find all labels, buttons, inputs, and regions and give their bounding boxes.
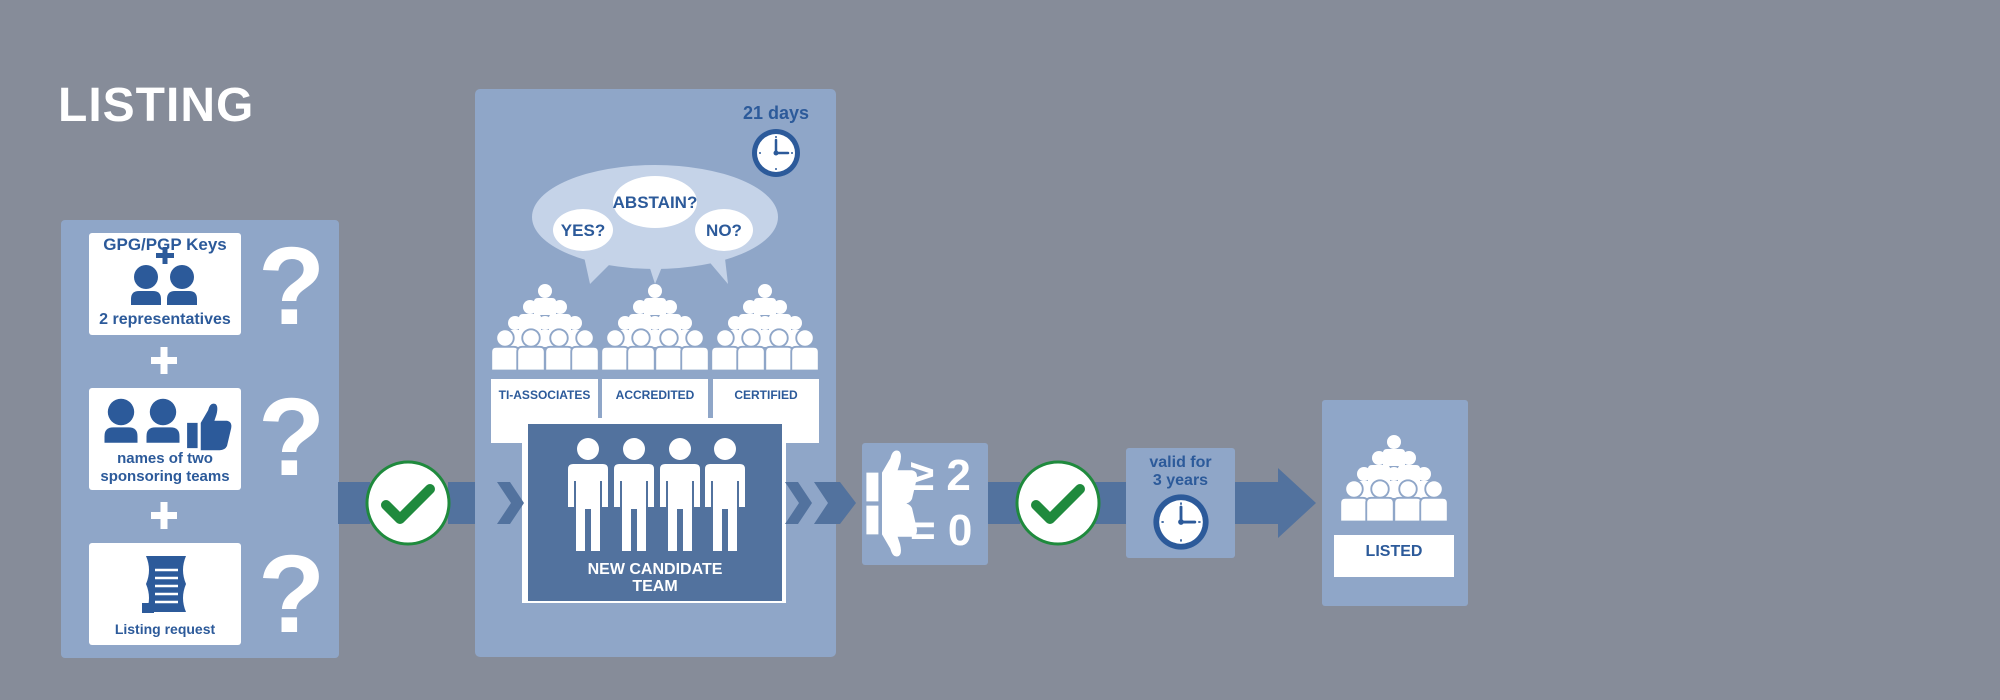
representatives-label: 2 representatives xyxy=(99,311,231,328)
question-icon: ? xyxy=(258,533,326,656)
plus-icon xyxy=(151,502,177,529)
keys-label: GPG/PGP Keys xyxy=(103,235,227,254)
arrow-icon xyxy=(988,482,1020,524)
check-icon xyxy=(367,462,449,544)
validity-label-line2: 3 years xyxy=(1152,472,1209,489)
listing-request-label: Listing request xyxy=(114,621,216,637)
plus-icon xyxy=(151,347,177,374)
listed-box xyxy=(1334,535,1454,577)
reject-condition: = 0 xyxy=(910,506,973,555)
approve-condition: ≥ 2 xyxy=(910,451,971,500)
bubble-option-no: NO? xyxy=(706,221,742,240)
bubble-option-abstain: ABSTAIN? xyxy=(612,193,698,212)
listed-label: LISTED xyxy=(1365,543,1423,560)
clock-icon xyxy=(750,127,802,179)
arrow-icon xyxy=(1095,482,1128,524)
candidate-label-line2: TEAM xyxy=(632,578,678,595)
document-icon xyxy=(142,556,186,613)
sponsors-label-line1: names of two xyxy=(117,450,213,467)
arrow-icon xyxy=(1235,468,1316,538)
group-label-accredited: ACCREDITED xyxy=(615,388,695,402)
check-icon xyxy=(1017,462,1099,544)
arrow-icon xyxy=(814,482,856,524)
bubble-option-yes: YES? xyxy=(560,221,606,240)
voting-duration: 21 days xyxy=(742,103,810,123)
group-label-ti-associates: TI-ASSOCIATES xyxy=(498,388,591,402)
arrow-icon xyxy=(338,482,370,524)
group-label-certified: CERTIFIED xyxy=(734,388,798,402)
validity-label-line1: valid for xyxy=(1149,454,1212,471)
sponsors-label-line2: sponsoring teams xyxy=(100,468,230,485)
keys-card xyxy=(89,233,241,335)
page-title: LISTING xyxy=(58,79,255,132)
speech-bubble-icon xyxy=(532,165,778,284)
group-box-accredited xyxy=(602,379,708,418)
question-icon: ? xyxy=(258,225,326,348)
candidate-label-line1: NEW CANDIDATE xyxy=(587,561,723,578)
plus-icon xyxy=(156,247,174,264)
clock-icon xyxy=(1151,492,1211,552)
question-icon: ? xyxy=(258,376,326,499)
